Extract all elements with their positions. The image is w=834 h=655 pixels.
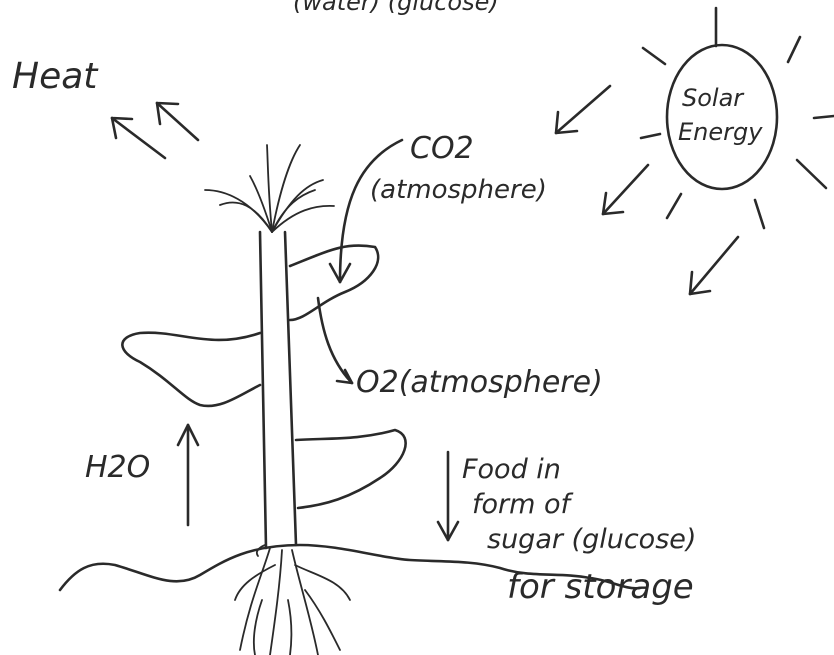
leaf-lower-right (296, 430, 406, 508)
leaf-upper-right (290, 246, 378, 320)
plant-roots (235, 545, 350, 655)
heat-arrow-right (157, 103, 198, 140)
heat-arrow-left (112, 118, 165, 158)
food-label-line3: sugar (glucose) (487, 524, 696, 555)
food-label-line2: form of (472, 489, 574, 520)
sunlight-arrow-1 (556, 86, 610, 133)
heat-label: Heat (12, 56, 99, 97)
co2-label: CO2 (410, 131, 474, 166)
co2-atmosphere-label: (atmosphere) (370, 175, 547, 205)
food-arrow (438, 452, 458, 540)
o2-atmosphere-label: O2(atmosphere) (356, 365, 603, 400)
h2o-arrow (178, 425, 198, 525)
h2o-label: H2O (85, 450, 150, 485)
top-cutoff-label: (water) (glucose) (293, 0, 499, 16)
sunlight-arrow-2 (603, 165, 648, 214)
food-label-line1: Food in (462, 454, 561, 485)
plant-top-leaves (205, 145, 334, 232)
plant-stem (260, 232, 296, 548)
co2-arrow (330, 140, 402, 282)
solar-label-line1: Solar (682, 84, 745, 112)
leaf-left (122, 333, 260, 406)
sunlight-arrow-3 (690, 237, 738, 294)
solar-label-line2: Energy (678, 118, 763, 146)
o2-arrow (318, 298, 352, 383)
